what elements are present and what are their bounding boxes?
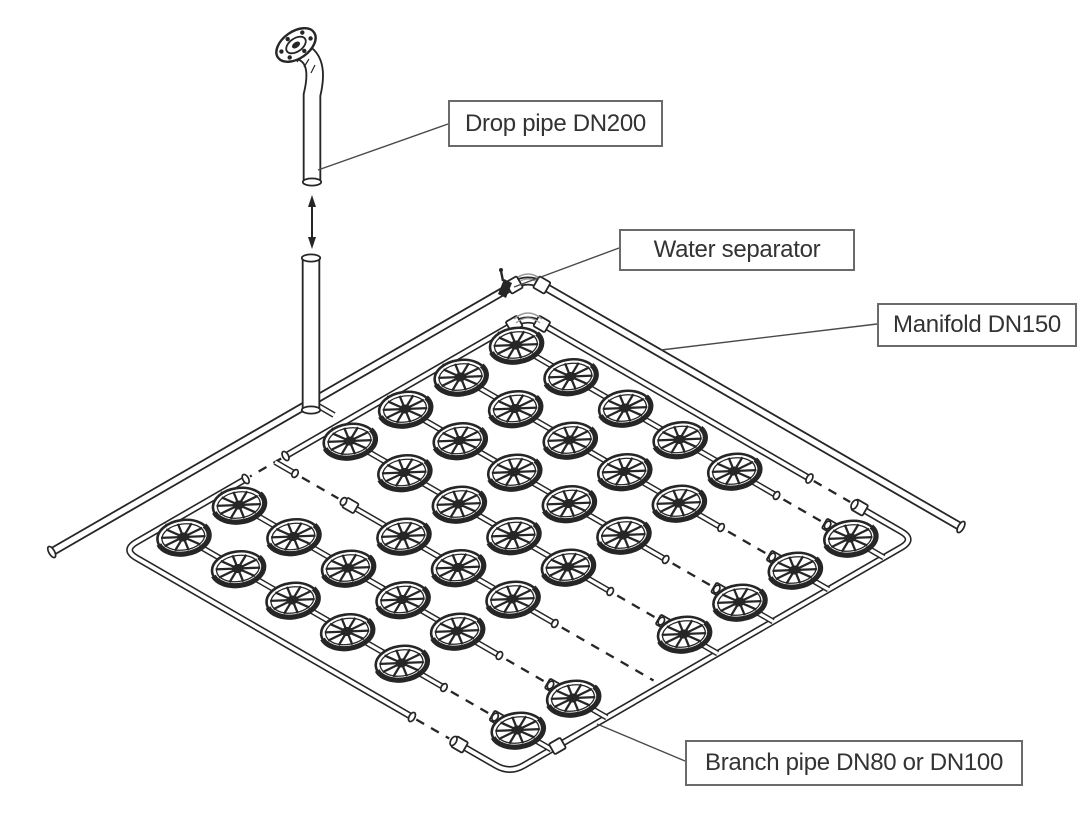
callout-drop-pipe: Drop pipe DN200 [448, 100, 663, 147]
disc-diffuser [595, 451, 653, 492]
disc-diffuser [209, 548, 267, 589]
open-ends [241, 450, 859, 747]
disc-diffuser [710, 582, 768, 622]
disc-diffuser [484, 515, 542, 556]
disc-diffuser [541, 420, 599, 460]
disc-diffuser [821, 518, 879, 558]
flange [275, 27, 317, 63]
disc-diffuser [486, 388, 544, 429]
callout-drop-pipe-text: Drop pipe DN200 [465, 109, 646, 137]
disc-diffuser [319, 548, 377, 588]
disc-diffuser [541, 356, 599, 397]
disc-diffuser [373, 643, 431, 683]
disc-diffuser [374, 516, 432, 556]
disc-diffuser [375, 452, 433, 493]
disc-diffuser [650, 483, 708, 523]
disc-diffuser [651, 419, 708, 460]
disc-diffuser [430, 484, 488, 524]
disc-diffuser [264, 516, 322, 557]
disc-diffuser [594, 515, 652, 555]
disc-diffuser [321, 421, 379, 461]
disc-diffuser [655, 614, 713, 654]
callout-manifold-text: Manifold DN150 [893, 311, 1061, 338]
disc-diffuser [705, 451, 763, 491]
callout-branch-pipe-text: Branch pipe DN80 or DN100 [705, 749, 1003, 776]
disc-diffuser [483, 579, 541, 619]
disc-diffuser [428, 611, 486, 651]
disc-diffuser [318, 611, 376, 652]
water-separator [498, 268, 512, 298]
disc-diffuser [489, 710, 547, 750]
disc-diffuser [766, 550, 824, 590]
disc-diffuser [431, 420, 489, 461]
manifold-pipe [46, 273, 966, 559]
disc-diffuser [376, 389, 434, 429]
disc-diffuser [373, 579, 431, 620]
disc-diffuser [540, 483, 598, 524]
callout-water-separator: Water separator [619, 229, 855, 271]
disc-diffusers [154, 325, 879, 750]
disc-diffuser [263, 580, 321, 620]
disc-diffuser [539, 547, 597, 587]
leader-lines [317, 123, 878, 762]
disc-diffuser [432, 357, 489, 397]
disc-diffuser [210, 485, 268, 525]
disc-diffuser [544, 678, 602, 718]
disc-diffuser [429, 547, 487, 588]
drop-pipe [275, 27, 336, 418]
callout-water-separator-text: Water separator [653, 236, 821, 263]
disc-diffuser [596, 388, 654, 428]
callout-branch-pipe: Branch pipe DN80 or DN100 [685, 740, 1023, 786]
disc-diffuser [485, 452, 543, 492]
callout-manifold: Manifold DN150 [877, 303, 1077, 347]
disc-diffuser [154, 517, 212, 557]
disc-diffuser [487, 325, 545, 365]
